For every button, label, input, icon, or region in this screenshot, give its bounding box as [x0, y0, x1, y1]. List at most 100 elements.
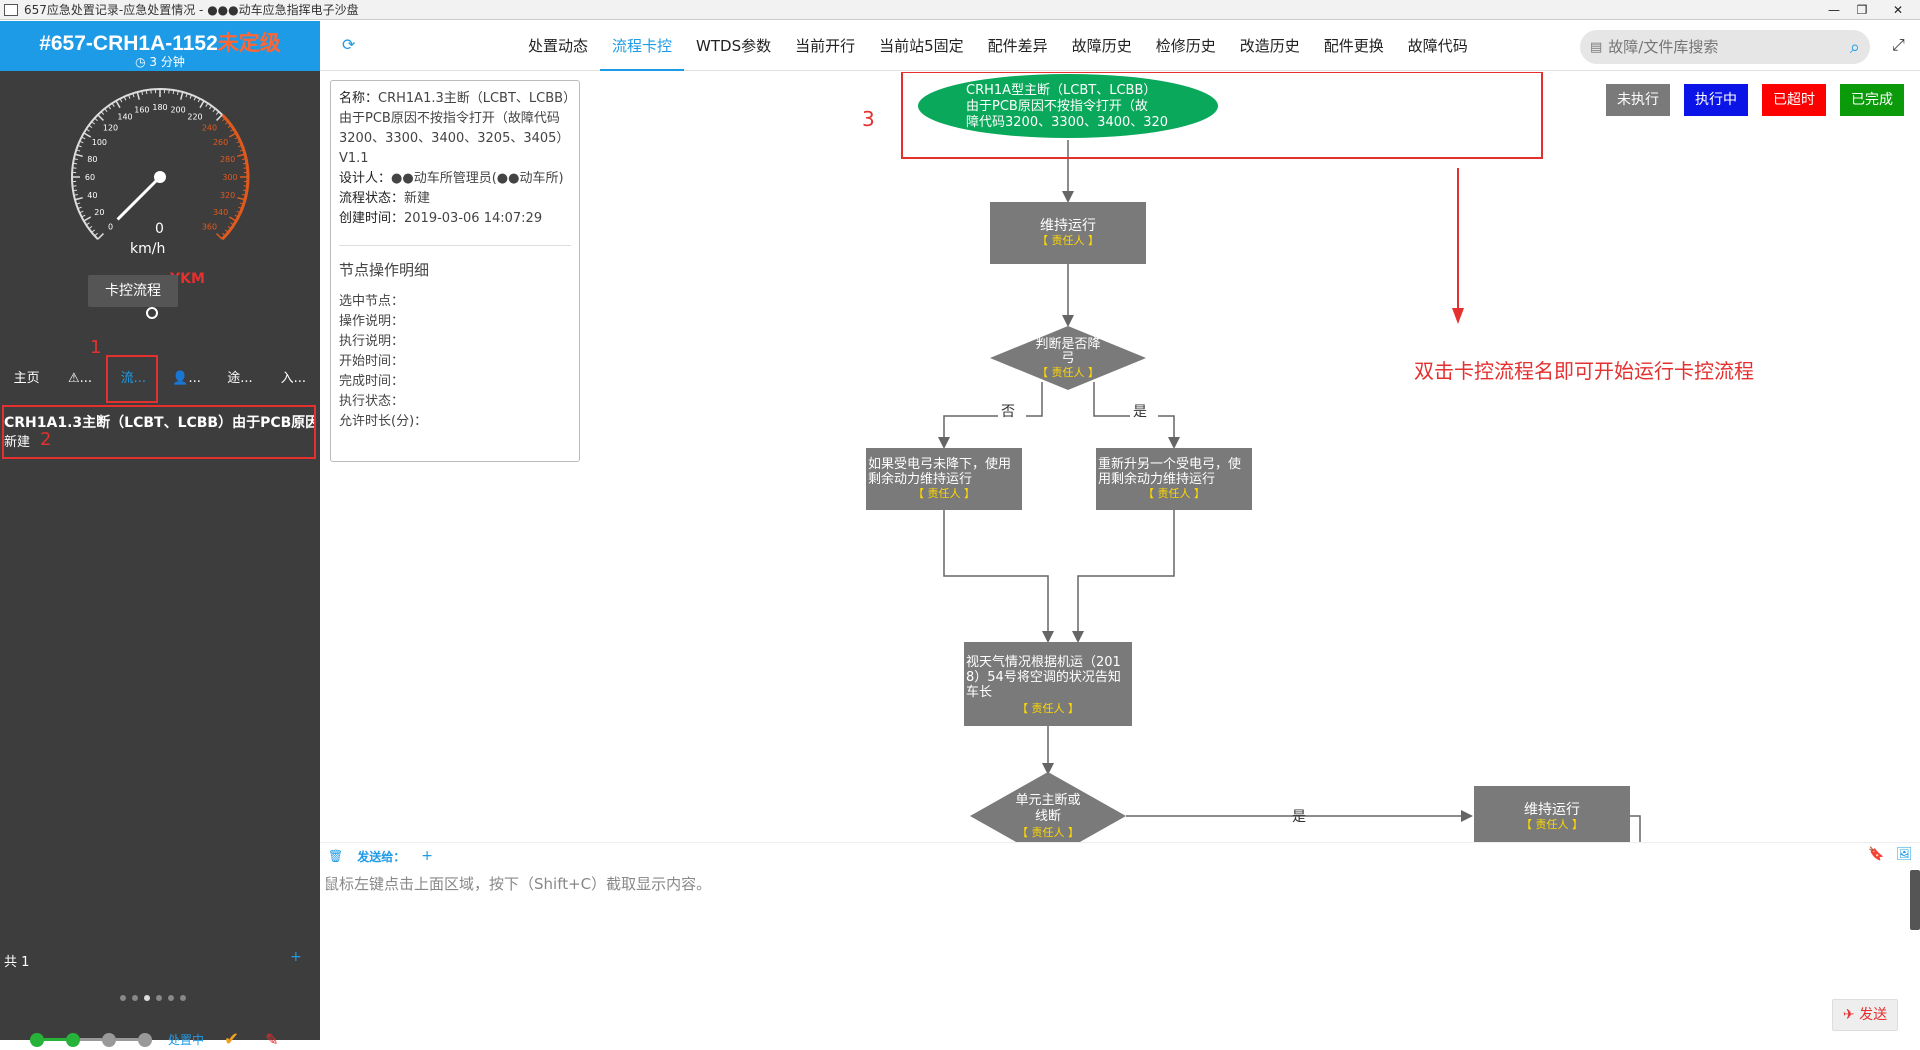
pager-dot[interactable]	[156, 995, 162, 1001]
gauge-tick	[173, 90, 174, 94]
decision-node-breaker[interactable]: 单元主断或 线断 【 责任人 】	[970, 772, 1126, 842]
pager-dot[interactable]	[132, 995, 138, 1001]
nav-item-3[interactable]: 当前开行	[783, 21, 867, 71]
decision-line-1: 判断是否降	[1035, 337, 1100, 352]
gauge-tick-label: 200	[170, 105, 185, 114]
search-icon[interactable]: ⌕	[1850, 37, 1860, 58]
flowchart-canvas[interactable]: 未执行执行中已超时已完成 否 是 是 CRH1A型主断（LCBT、LCBB）	[590, 72, 1920, 842]
annotation-label-2: 2	[40, 429, 51, 450]
pager-dot-active[interactable]	[144, 995, 150, 1001]
detail-row: 操作说明：	[339, 312, 571, 332]
gauge-tick	[75, 154, 83, 156]
edge-label-yes-2: 是	[1292, 809, 1306, 825]
designer-value: ●●动车所管理员(●●动车所)	[391, 171, 564, 186]
refresh-icon[interactable]: ⟳	[342, 35, 355, 54]
annotation-box-1	[106, 355, 158, 403]
minimize-button[interactable]: —	[1820, 0, 1848, 20]
nav-item-10[interactable]: 故障代码	[1396, 21, 1480, 71]
connector	[1078, 508, 1174, 640]
scrollbar[interactable]	[1910, 870, 1920, 930]
nav-item-7[interactable]: 检修历史	[1144, 21, 1228, 71]
tab-alarm[interactable]: ⚠...	[53, 357, 106, 401]
flowchart-svg[interactable]: 否 是 是 CRH1A型主断（LCBT、LCBB） 由于PCB原因不按指令打开（…	[590, 72, 1920, 842]
message-input[interactable]: 鼠标左键点击上面区域，按下（Shift+C）截取显示内容。	[324, 873, 711, 894]
start-node[interactable]: CRH1A型主断（LCBT、LCBB） 由于PCB原因不按指令打开（故 障代码3…	[918, 74, 1218, 138]
pager-dot[interactable]	[168, 995, 174, 1001]
status-label: 流程状态：	[339, 191, 404, 206]
gauge-tick-label: 240	[202, 124, 217, 133]
document-icon: ▤	[1590, 40, 1602, 55]
total-count: 共 1	[4, 951, 29, 970]
gauge-tick-label: 340	[213, 208, 228, 217]
connector-no	[944, 382, 1042, 446]
window-titlebar: 657应急处置记录-应急处置情况 - ●●●动车应急指挥电子沙盘 — ❐ ✕	[0, 0, 1920, 20]
owner-label: 【 责任人 】	[1017, 702, 1079, 715]
gauge-tick	[89, 226, 92, 228]
process-node-maintain[interactable]: 维持运行 【 责任人 】	[990, 202, 1146, 264]
tab-entry[interactable]: 入...	[267, 357, 320, 401]
node-line-2: 8）54号将空调的状况告知	[966, 669, 1121, 685]
gauge-tick	[243, 163, 247, 164]
trash-icon[interactable]: 🗑	[328, 849, 343, 863]
send-button[interactable]: ✈ 发送	[1832, 999, 1898, 1031]
gauge-tick	[237, 154, 245, 156]
nav-item-0[interactable]: 处置动态	[516, 21, 600, 71]
elapsed-time: ◷ 3 分钟	[0, 55, 320, 69]
expand-icon[interactable]: ⤢	[1892, 35, 1905, 55]
close-button[interactable]: ✕	[1876, 0, 1920, 20]
send-toolbar: 🗑 发送给： +	[328, 843, 433, 869]
gauge-tick	[73, 163, 77, 164]
process-node-maintain-2[interactable]: 维持运行 【 责任人 】	[1474, 786, 1630, 842]
nav-item-1[interactable]: 流程卡控	[600, 21, 684, 71]
annotation-text: 双击卡控流程名即可开始运行卡控流程	[1414, 359, 1754, 383]
process-node-right[interactable]: 重新升另一个受电弓，使 用剩余动力维持运行 【 责任人 】	[1096, 448, 1252, 510]
nav-item-6[interactable]: 故障历史	[1060, 21, 1144, 71]
owner-label: 【 责任人 】	[1037, 366, 1099, 379]
pager-dot[interactable]	[120, 995, 126, 1001]
owner-label: 【 责任人 】	[1143, 487, 1205, 500]
left-tabs: 主页 ⚠... 流... 👤... 途... 入...	[0, 357, 320, 401]
node-line-3: 车长	[966, 684, 992, 700]
maximize-button[interactable]: ❐	[1848, 0, 1876, 20]
send-to-label: 发送给：	[357, 848, 405, 865]
gauge-tick-label: 60	[85, 173, 95, 182]
tab-person[interactable]: 👤...	[160, 357, 213, 401]
nav-item-5[interactable]: 配件差异	[976, 21, 1060, 71]
node-line-1: 重新升另一个受电弓，使	[1098, 456, 1241, 472]
gauge-tick	[209, 106, 211, 109]
nav-item-4[interactable]: 当前站5固定	[867, 21, 976, 71]
window-controls: — ❐ ✕	[1820, 0, 1920, 20]
gauge-tick	[229, 217, 236, 221]
decision-node-pantograph[interactable]: 判断是否降 弓 【 责任人 】	[990, 326, 1146, 390]
node-label: 维持运行	[1524, 802, 1580, 818]
owner-label: 【 责任人 】	[913, 487, 975, 500]
tab-route[interactable]: 途...	[213, 357, 266, 401]
created-row: 创建时间：2019-03-06 14:07:29	[339, 209, 571, 229]
designer-label: 设计人：	[339, 171, 391, 186]
status-value: 新建	[404, 191, 430, 206]
decision-line-1: 单元主断或	[1015, 793, 1080, 808]
image-icon[interactable]: 🖼	[1896, 847, 1913, 862]
add-flow-button[interactable]: +	[290, 949, 302, 965]
tab-home[interactable]: 主页	[0, 357, 53, 401]
bookmark-icon[interactable]: 🔖	[1868, 847, 1884, 862]
pager-dot[interactable]	[180, 995, 186, 1001]
gauge-tick	[206, 103, 208, 106]
process-node-aircon[interactable]: 视天气情况根据机运（201 8）54号将空调的状况告知 车长 【 责任人 】	[964, 642, 1132, 726]
tooltip-anchor	[146, 307, 158, 319]
nav-item-2[interactable]: WTDS参数	[684, 21, 783, 71]
gauge-tick	[95, 233, 98, 236]
add-recipient-button[interactable]: +	[421, 848, 433, 864]
pager-dots[interactable]	[120, 995, 186, 1001]
window-title: 657应急处置记录-应急处置情况 - ●●●动车应急指挥电子沙盘	[24, 1, 359, 18]
nav-item-8[interactable]: 改造历史	[1228, 21, 1312, 71]
search-input[interactable]	[1608, 38, 1828, 56]
gauge-tick	[98, 115, 104, 121]
process-node-left[interactable]: 如果受电弓未降下，使用 剩余动力维持运行 【 责任人 】	[866, 448, 1022, 510]
start-line-2: 由于PCB原因不按指令打开（故	[966, 99, 1148, 114]
tooltip: 卡控流程	[88, 275, 178, 307]
gauge-tick	[75, 198, 83, 200]
nav-item-9[interactable]: 配件更换	[1312, 21, 1396, 71]
gauge-tick-label: 320	[220, 191, 235, 200]
